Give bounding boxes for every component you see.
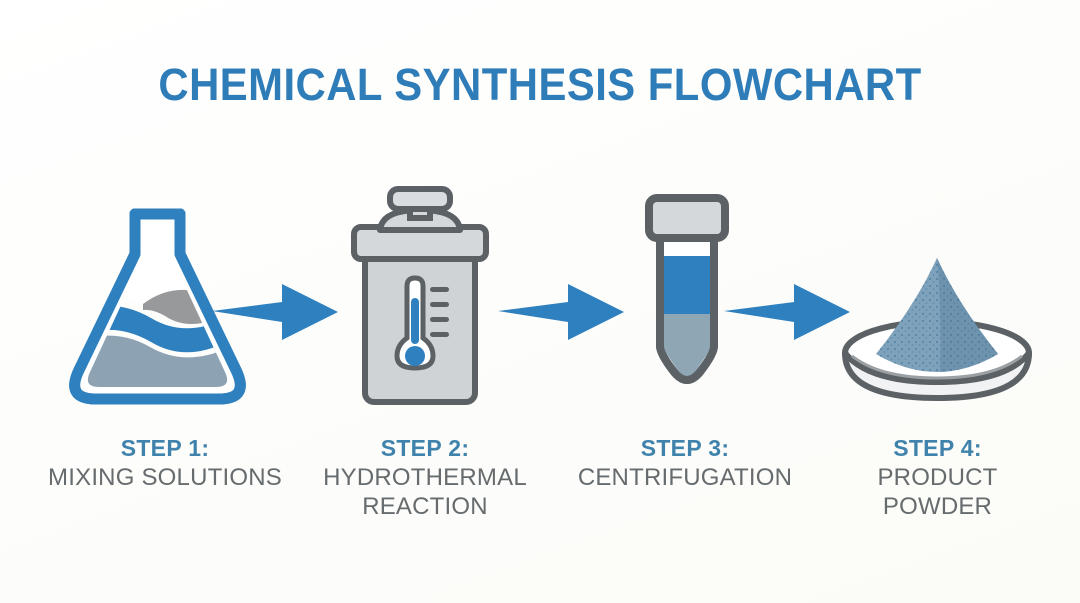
arrow-right-icon [212,284,338,340]
step-3-icon-wrapper [612,186,762,416]
step-1-name: MIXING SOLUTIONS [10,463,320,492]
step-4-number-label: STEP 4: [893,435,982,461]
step-2-name-line-2: REACTION [362,493,488,520]
caption-step-3: STEP 3: CENTRIFUGATION [560,434,810,492]
arrow-1 [212,282,338,342]
step-1-number-label: STEP 1: [120,435,210,461]
caption-step-2: STEP 2: HYDROTHERMAL REACTION [305,434,545,521]
page-title: CHEMICAL SYNTHESIS FLOWCHART [158,59,922,110]
erlenmeyer-flask-icon [69,208,246,405]
step-1-name-line-1: MIXING SOLUTIONS [48,464,282,491]
step-3-name-line-1: CENTRIFUGATION [577,464,793,491]
thermometer-icon [394,275,449,371]
arrow-2 [498,282,624,342]
step-2-name-line-1: HYDROTHERMAL [323,464,527,491]
arrow-3 [724,282,850,342]
caption-step-4: STEP 4: PRODUCT POWDER [830,434,1045,521]
steps-row [0,186,1080,426]
powder-dish-icon [842,258,1032,401]
step-4-icon-wrapper [830,186,1045,416]
step-2-icon-wrapper [330,186,510,416]
powder-pile [876,258,998,372]
caption-step-1: STEP 1: MIXING SOLUTIONS [10,434,320,492]
arrow-right-icon [498,284,624,340]
step-4-name-line-2: POWDER [882,493,993,520]
step-1-icon-wrapper [55,186,260,416]
step-4-name-line-1: PRODUCT [877,464,998,491]
step-2-name: HYDROTHERMAL REACTION [305,463,545,521]
autoclave-reactor-icon [351,186,489,405]
arrow-right-icon [724,284,850,340]
step-4-name: PRODUCT POWDER [830,463,1045,521]
centrifuge-tube-icon [645,194,729,384]
step-2-number-label: STEP 2: [380,435,470,461]
step-3-number-label: STEP 3: [640,435,730,461]
step-3-name: CENTRIFUGATION [560,463,810,492]
captions-row: STEP 1: MIXING SOLUTIONS STEP 2: HYDROTH… [0,434,1080,554]
